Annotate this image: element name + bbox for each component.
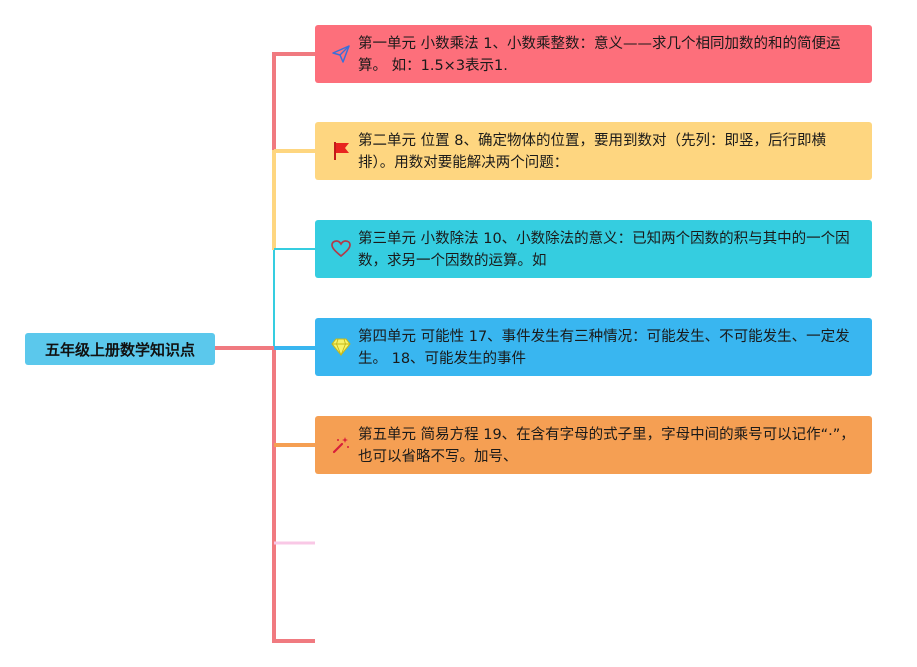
branch-node-unit1[interactable]: 第一单元 小数乘法 1、小数乘整数：意义——求几个相同加数的和的简便运算。 如：…	[315, 25, 872, 83]
diamond-icon	[331, 337, 351, 357]
root-node[interactable]: 五年级上册数学知识点	[25, 333, 215, 365]
magic-wand-icon	[331, 435, 351, 455]
red-flag-icon	[331, 141, 351, 161]
branch-text-unit1: 第一单元 小数乘法 1、小数乘整数：意义——求几个相同加数的和的简便运算。 如：…	[358, 36, 841, 74]
root-label: 五年级上册数学知识点	[44, 340, 195, 359]
branch-text-unit2: 第二单元 位置 8、确定物体的位置，要用到数对（先列：即竖，后行即横排）。用数对…	[358, 133, 826, 171]
branch-text-unit4: 第四单元 可能性 17、事件发生有三种情况：可能发生、不可能发生、一定发生。 1…	[358, 329, 850, 367]
paper-plane-icon	[331, 44, 351, 64]
branch-node-unit5[interactable]: 第五单元 简易方程 19、在含有字母的式子里，字母中间的乘号可以记作“·”，也可…	[315, 416, 872, 474]
branch-node-unit2[interactable]: 第二单元 位置 8、确定物体的位置，要用到数对（先列：即竖，后行即横排）。用数对…	[315, 122, 872, 180]
branch-node-unit4[interactable]: 第四单元 可能性 17、事件发生有三种情况：可能发生、不可能发生、一定发生。 1…	[315, 318, 872, 376]
branch-node-unit3[interactable]: 第三单元 小数除法 10、小数除法的意义：已知两个因数的积与其中的一个因数，求另…	[315, 220, 872, 278]
heart-icon	[331, 239, 351, 259]
branch-text-unit3: 第三单元 小数除法 10、小数除法的意义：已知两个因数的积与其中的一个因数，求另…	[358, 231, 850, 269]
branch-text-unit5: 第五单元 简易方程 19、在含有字母的式子里，字母中间的乘号可以记作“·”，也可…	[358, 427, 855, 465]
